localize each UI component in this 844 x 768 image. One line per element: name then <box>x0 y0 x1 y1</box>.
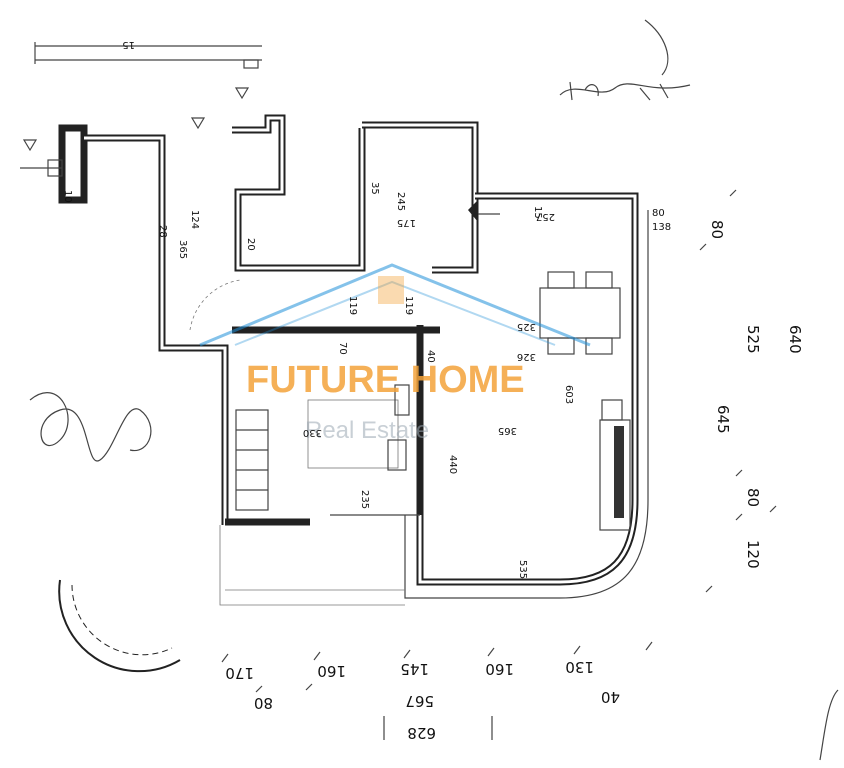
dim-room-e: 440 <box>447 455 458 474</box>
dim-wall-left-b: 365 <box>177 240 188 259</box>
walls: 10 <box>20 114 649 606</box>
watermark-logo: FUTURE HOME Real Estate <box>199 263 591 444</box>
dim-bath-wall: 35 <box>369 182 380 195</box>
dim-top-bar: 15 <box>122 39 135 50</box>
dim-corner-a: 80 <box>652 208 665 219</box>
dim-right-120: 120 <box>744 540 762 569</box>
dim-room-c: 330 <box>303 427 322 438</box>
dim-right-640: 640 <box>786 325 804 354</box>
signature <box>29 392 152 462</box>
dimension-labels: 124 365 28 20 245 175 35 119 119 257 15 … <box>157 182 804 742</box>
dim-pillar: 10 <box>62 190 73 203</box>
dimension-ticks <box>221 189 839 761</box>
dim-door-b: 119 <box>403 296 414 315</box>
dim-bottom-145: 145 <box>400 660 429 678</box>
dim-bath-height: 245 <box>395 192 406 211</box>
watermark-tagline: Real Estate <box>305 417 429 444</box>
dim-room-b: 326 <box>517 351 536 362</box>
stamp <box>58 579 181 673</box>
dim-balcony-a: 535 <box>517 560 528 579</box>
dim-room-g: 235 <box>359 490 370 509</box>
dim-wall-70: 70 <box>337 342 348 355</box>
dim-duct-b: 20 <box>245 238 256 251</box>
dim-right-645: 645 <box>714 405 732 434</box>
dim-bottom-160a: 160 <box>317 662 346 680</box>
dim-right-525: 525 <box>744 325 762 354</box>
dim-duct-a: 28 <box>157 225 168 238</box>
dim-wall-40: 40 <box>425 350 436 363</box>
dim-room-f: 603 <box>563 385 574 404</box>
dim-right-80: 80 <box>708 220 726 239</box>
dim-bottom-40: 40 <box>601 688 620 706</box>
watermark-brand: FUTURE HOME <box>246 359 525 401</box>
dim-room-d: 365 <box>498 425 517 436</box>
furniture <box>189 200 631 531</box>
handwritten-note <box>559 19 691 101</box>
dim-door-a: 119 <box>347 296 358 315</box>
dim-room-a: 325 <box>517 321 536 332</box>
dim-wall-left-a: 124 <box>189 210 200 229</box>
dim-right-80b: 80 <box>744 488 762 507</box>
dim-bottom-80: 80 <box>254 694 273 712</box>
top-scale-bar: 15 <box>34 39 262 69</box>
dim-bath-width: 175 <box>397 217 416 228</box>
dim-bottom-567: 567 <box>405 692 434 710</box>
dim-bottom-160b: 160 <box>485 660 514 678</box>
markers <box>22 87 250 152</box>
dim-bottom-170: 170 <box>225 664 254 682</box>
dim-corner-b: 138 <box>652 222 671 233</box>
dim-kitchen-top: 257 <box>536 211 555 222</box>
dim-bottom-628: 628 <box>407 724 436 742</box>
dim-bottom-130: 130 <box>565 658 594 676</box>
dim-kitchen-top-b: 15 <box>532 206 543 219</box>
